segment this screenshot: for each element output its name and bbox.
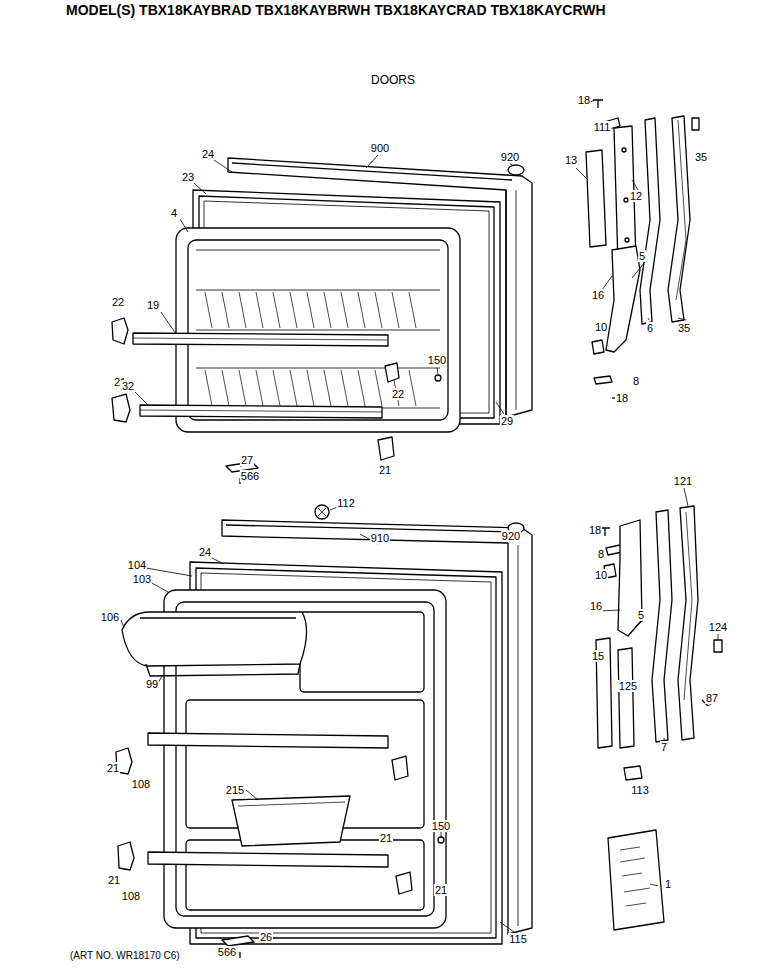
callout-number: 15 (591, 650, 605, 662)
callout-number: 21 (434, 884, 448, 896)
section-heading: DOORS (370, 74, 416, 86)
callout-number: 920 (501, 530, 521, 542)
callout-number: 10 (594, 569, 608, 581)
callout-number: 19 (146, 299, 160, 311)
callout-number: 13 (564, 154, 578, 166)
callout-number: 5 (638, 250, 646, 262)
model-title: MODEL(S) TBX18KAYBRAD TBX18KAYBRWH TBX18… (66, 2, 606, 18)
callout-number: 35 (677, 322, 691, 334)
callout-number: 12 (629, 190, 643, 202)
callout-number: 106 (100, 611, 120, 623)
callout-number: 104 (127, 559, 147, 571)
callout-number: 21 (378, 464, 392, 476)
callout-number: 10 (594, 321, 608, 333)
callout-number: 22 (111, 296, 125, 308)
callout-number: 150 (427, 354, 447, 366)
callout-number: 108 (121, 890, 141, 902)
callout-number: 26 (259, 931, 273, 943)
callout-number: 115 (508, 933, 528, 945)
callout-number: 16 (591, 289, 605, 301)
art-number: (ART NO. WR18170 C6) (70, 950, 180, 961)
callout-number: 7 (660, 741, 668, 753)
callout-number: 4 (170, 207, 178, 219)
callout-number: 23 (181, 171, 195, 183)
callout-number: 18 (615, 392, 629, 404)
callout-number: 24 (198, 546, 212, 558)
callout-number: 22 (391, 388, 405, 400)
callout-number: 125 (618, 680, 638, 692)
callout-number: 87 (705, 692, 719, 704)
callout-number: 29 (500, 415, 514, 427)
callout-number: 215 (225, 784, 245, 796)
callout-number: 124 (708, 621, 728, 633)
callout-number: 32 (121, 380, 135, 392)
callout-number: 18 (577, 94, 591, 106)
callout-number: 24 (201, 148, 215, 160)
callout-number: 18 (588, 524, 602, 536)
callout-number: 21 (107, 874, 121, 886)
callout-number: 108 (131, 778, 151, 790)
callout-number: 21 (379, 832, 393, 844)
callout-number: 21 (106, 762, 120, 774)
callout-number: 112 (336, 497, 356, 509)
callout-number: 8 (632, 375, 640, 387)
callout-number: 8 (597, 548, 605, 560)
callout-number: 920 (500, 151, 520, 163)
callout-number: 910 (370, 532, 390, 544)
callout-number: 99 (145, 678, 159, 690)
callout-number: 16 (589, 600, 603, 612)
callout-number: 113 (630, 784, 650, 796)
callout-number: 121 (673, 475, 693, 487)
callout-number: 27 (240, 454, 254, 466)
callout-number: 900 (370, 142, 390, 154)
callout-number: 111 (593, 121, 612, 133)
callout-number: 566 (240, 470, 260, 482)
callout-number: 150 (431, 820, 451, 832)
callout-number: 1 (664, 878, 672, 890)
callout-number: 566 (217, 946, 237, 958)
callout-number: 6 (646, 322, 654, 334)
callout-number: 5 (637, 609, 645, 621)
callout-number: 103 (132, 573, 152, 585)
callout-number: 35 (694, 151, 708, 163)
